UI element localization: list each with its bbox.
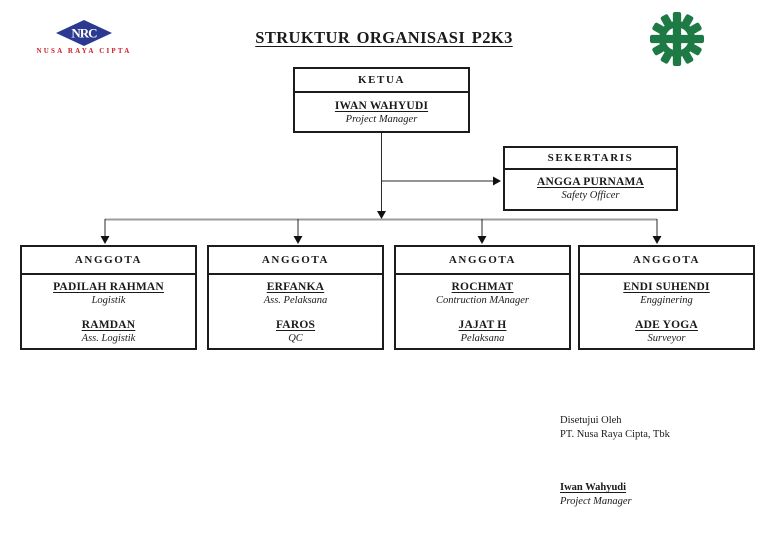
approval-line2: PT. Nusa Raya Cipta, Tbk [560,429,670,440]
box-sekertaris: SEKERTARIS ANGGA PURNAMA Safety Officer [503,146,678,211]
k3-gear-cross-icon [650,12,704,66]
box-anggota-2: ANGGOTA ERFANKA Ass. Pelaksana FAROS QC [207,245,384,350]
person-role: Safety Officer [561,190,620,201]
person-name: JAJAT H [458,319,507,331]
company-logo: NRC NUSA RAYA CIPTA [28,20,140,55]
person-role: Project Manager [345,114,418,125]
person-name: FAROS [275,319,316,331]
signer-name: Iwan Wahyudi [560,482,627,493]
arrow-right-sekertaris [493,176,501,186]
person-name: ANGGA PURNAMA [536,176,645,188]
nrc-monogram: NRC [71,26,97,41]
company-name: NUSA RAYA CIPTA [36,47,132,55]
person-name: ROCHMAT [451,281,514,293]
box-anggota-header: ANGGOTA [22,247,195,275]
box-anggota-header: ANGGOTA [580,247,753,275]
person-name: ENDI SUHENDI [623,281,710,293]
box-anggota-4: ANGGOTA ENDI SUHENDI Engginering ADE YOG… [578,245,755,350]
approval-block: Disetujui Oleh PT. Nusa Raya Cipta, Tbk … [560,414,670,509]
arrow-down-ketua [377,211,386,219]
person-role: Engginering [640,295,693,306]
approval-line1: Disetujui Oleh [560,415,622,426]
box-anggota-header: ANGGOTA [396,247,569,275]
arrow-down-anggota-1 [100,236,110,244]
arrow-down-anggota-3 [477,236,487,244]
person-role: Pelaksana [460,333,505,344]
box-ketua-header: KETUA [295,69,468,93]
box-anggota-3: ANGGOTA ROCHMAT Contruction MAnager JAJA… [394,245,571,350]
person-role: QC [288,333,303,344]
person-name: IWAN WAHYUDI [334,100,429,112]
arrow-down-anggota-2 [293,236,303,244]
person-name: RAMDAN [81,319,136,331]
box-ketua: KETUA IWAN WAHYUDI Project Manager [293,67,470,133]
person-role: Ass. Logistik [81,333,136,344]
person-name: PADILAH RAHMAN [53,281,164,293]
person-name: ERFANKA [266,281,325,293]
page-title: STRUKTUR ORGANISASI P2K3 [255,28,513,47]
person-name: ADE YOGA [635,319,698,331]
signer-role: Project Manager [560,496,632,507]
box-anggota-1: ANGGOTA PADILAH RAHMAN Logistik RAMDAN A… [20,245,197,350]
arrow-down-anggota-4 [652,236,662,244]
person-role: Ass. Pelaksana [263,295,328,306]
person-role: Surveyor [647,333,686,344]
nrc-diamond-icon: NRC [56,20,112,46]
person-role: Contruction MAnager [435,295,530,306]
person-role: Logistik [91,295,126,306]
box-anggota-header: ANGGOTA [209,247,382,275]
box-sekertaris-header: SEKERTARIS [505,148,676,170]
